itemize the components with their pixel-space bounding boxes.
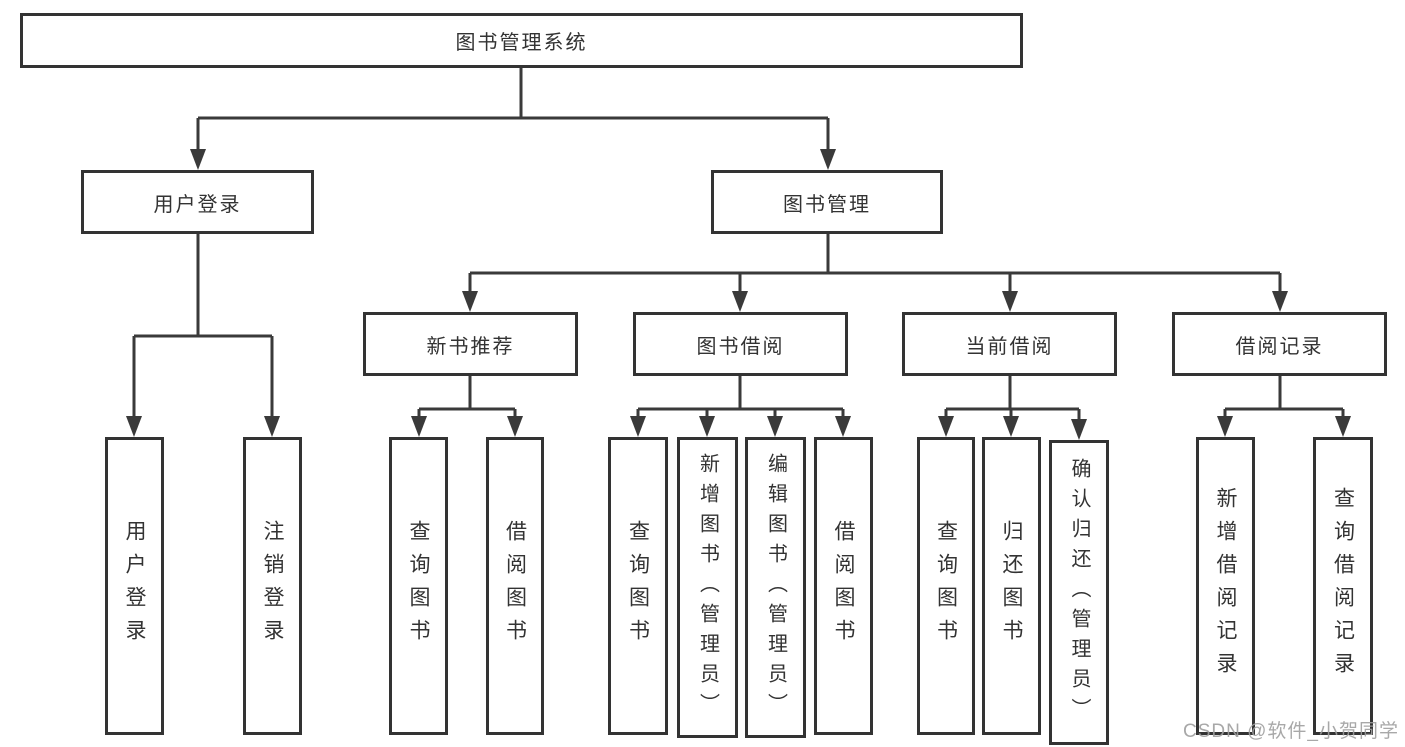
node-book-management: 图书管理 (711, 170, 943, 234)
arrowheads (126, 149, 1351, 440)
node-add-borrow-record: 新增借阅记录 (1196, 437, 1255, 735)
node-logout-leaf: 注销登录 (243, 437, 302, 735)
node-new-book-recommend: 新书推荐 (363, 312, 578, 376)
node-borrow-records: 借阅记录 (1172, 312, 1387, 376)
node-book-borrow: 图书借阅 (633, 312, 848, 376)
node-return-book: 归还图书 (982, 437, 1041, 735)
node-query-books-recommend: 查询图书 (389, 437, 448, 735)
watermark-text: CSDN @软件_小贺同学 (1183, 721, 1399, 742)
node-edit-book-admin: 编辑图书（管理员） (745, 437, 806, 738)
node-confirm-return-admin: 确认归还（管理员） (1049, 440, 1109, 745)
node-borrow-books-recommend: 借阅图书 (486, 437, 544, 735)
node-query-books-current: 查询图书 (917, 437, 975, 735)
node-user-login: 用户登录 (81, 170, 314, 234)
node-query-books-borrow: 查询图书 (608, 437, 668, 735)
node-query-borrow-record: 查询借阅记录 (1313, 437, 1373, 735)
node-root: 图书管理系统 (20, 13, 1023, 68)
connector-lines (132, 66, 1345, 421)
node-borrow-books-leaf: 借阅图书 (814, 437, 873, 735)
node-add-book-admin: 新增图书（管理员） (677, 437, 738, 738)
node-current-borrow: 当前借阅 (902, 312, 1117, 376)
node-user-login-leaf: 用户登录 (105, 437, 164, 735)
